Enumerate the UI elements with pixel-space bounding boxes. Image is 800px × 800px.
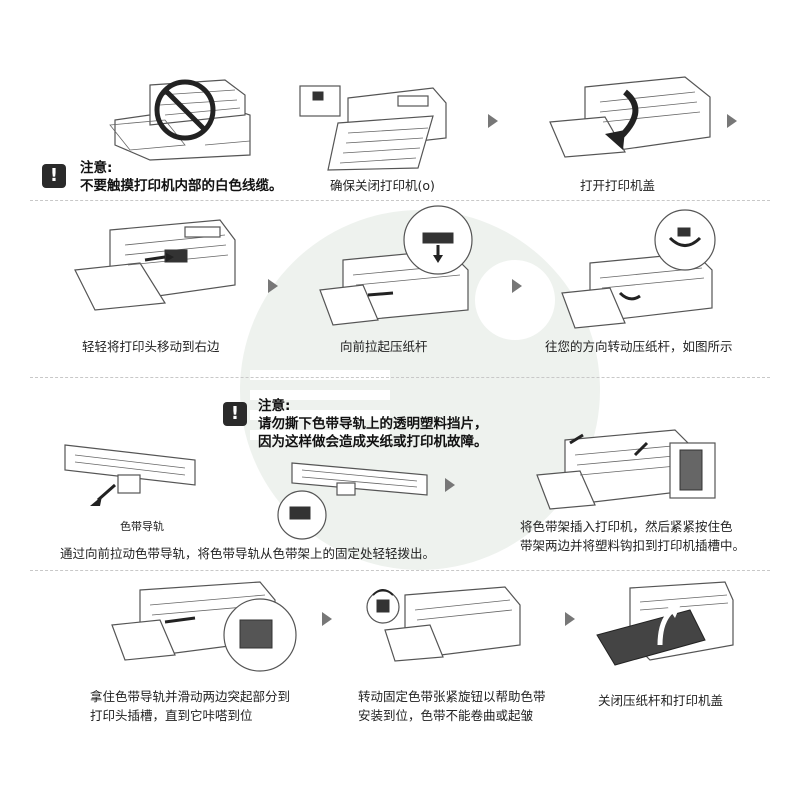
arrow-right-icon — [488, 114, 498, 128]
warning-label: 注意: — [258, 398, 291, 414]
printer-illustration — [596, 581, 734, 666]
arrow-right-icon — [268, 279, 278, 293]
step-caption: 确保关闭打印机(o) — [330, 178, 435, 193]
printer-illustration — [366, 586, 521, 662]
divider — [30, 200, 770, 201]
divider — [30, 377, 770, 378]
arrow-right-icon — [512, 279, 522, 293]
step-caption: 打印头插槽，直到它咔嗒到位 — [90, 708, 253, 723]
step-caption: 拿住色带导轨并滑动两边突起部分到 — [90, 689, 291, 704]
printer-illustration — [536, 429, 716, 510]
step-caption: 打开打印机盖 — [580, 178, 656, 193]
step-caption: 转动固定色带张紧旋钮以帮助色带 — [358, 689, 546, 704]
warning-text: 因为这样做会造成夹纸或打印机故障。 — [258, 434, 488, 450]
warning-icon — [223, 402, 247, 426]
arrow-right-icon — [565, 612, 575, 626]
printer-illustration — [549, 76, 711, 158]
warning-text: 请勿撕下色带导轨上的透明塑料挡片， — [258, 416, 488, 432]
ribbon-guide-label: 色带导轨 — [120, 520, 164, 533]
ribbon-cartridge-illustration — [277, 462, 428, 540]
step-caption: 将色带架插入打印机，然后紧紧按住色 — [520, 519, 733, 534]
ribbon-cartridge-illustration — [64, 444, 196, 506]
printer-illustration — [319, 205, 473, 326]
printer-illustration — [111, 581, 297, 672]
divider — [30, 570, 770, 571]
printer-illustration — [74, 219, 236, 311]
step-caption: 安装到位，色带不能卷曲或起皱 — [358, 708, 534, 723]
warning-notice: 注意: 不要触摸打印机内部的白色线缆。 — [80, 159, 283, 195]
arrow-right-icon — [727, 114, 737, 128]
step-caption: 往您的方向转动压纸杆，如图所示 — [545, 339, 733, 354]
printer-illustration — [561, 209, 716, 329]
step-caption: 通过向前拉动色带导轨，将色带导轨从色带架上的固定处轻轻拨出。 — [60, 546, 436, 561]
warning-label: 注意: — [80, 160, 113, 176]
step-caption: 轻轻将打印头移动到右边 — [82, 339, 220, 354]
step-caption: 带架两边并将塑料钩扣到打印机插槽中。 — [520, 538, 746, 553]
step-caption: 向前拉起压纸杆 — [340, 339, 428, 354]
printer-illustration — [109, 79, 251, 161]
warning-notice: 注意: 请勿撕下色带导轨上的透明塑料挡片， 因为这样做会造成夹纸或打印机故障。 — [258, 397, 488, 451]
printer-illustration — [299, 85, 447, 171]
warning-icon — [42, 164, 66, 188]
warning-text: 不要触摸打印机内部的白色线缆。 — [80, 178, 283, 194]
prohibition-icon — [154, 79, 216, 141]
step-caption: 关闭压纸杆和打印机盖 — [598, 693, 724, 708]
arrow-right-icon — [445, 478, 455, 492]
arrow-right-icon — [322, 612, 332, 626]
